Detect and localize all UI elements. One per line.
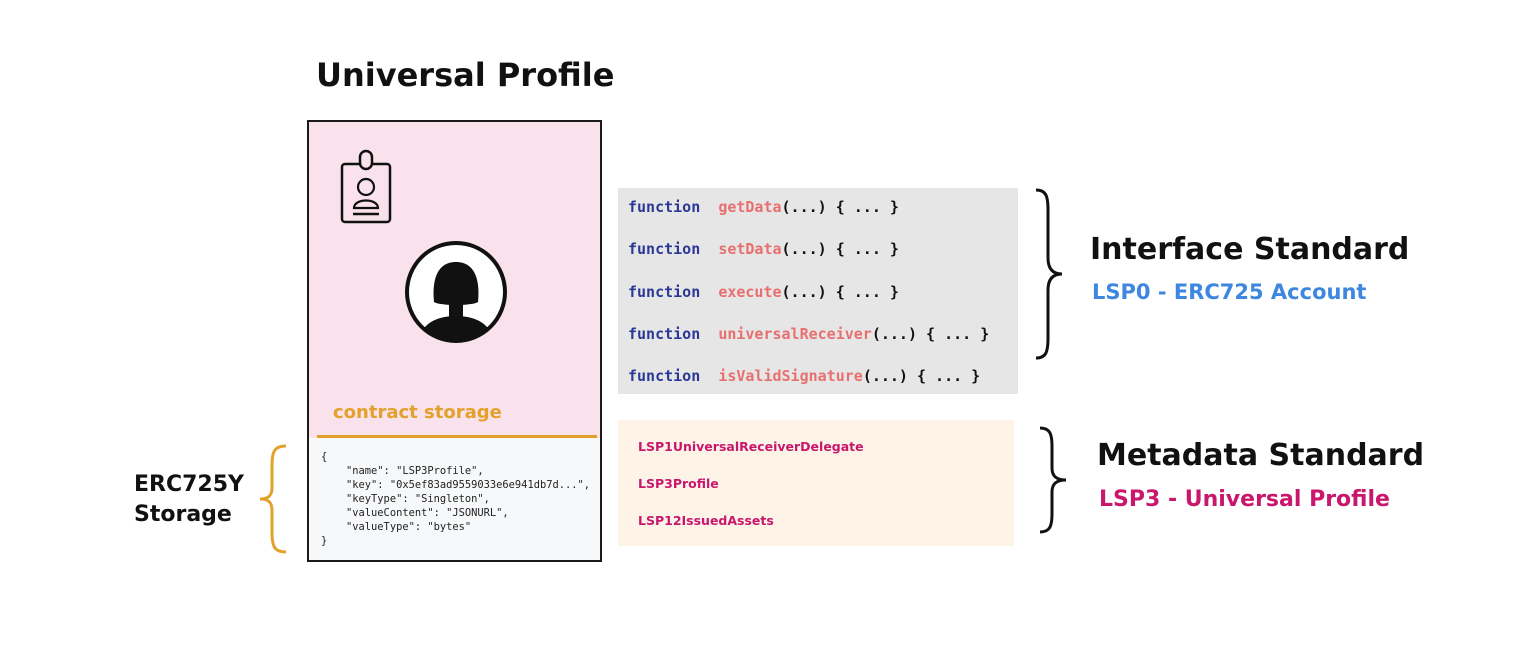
- function-name: execute: [718, 282, 782, 301]
- erc725y-storage-label: ERC725Y Storage: [134, 470, 244, 530]
- function-keyword: function: [628, 367, 710, 386]
- function-line: function isValidSignature(...) { ... }: [628, 367, 980, 385]
- erc725y-storage-line-2: Storage: [134, 502, 232, 527]
- storage-json: { "name": "LSP3Profile", "key": "0x5ef83…: [321, 450, 590, 548]
- json-line: "valueContent": "JSONURL",: [321, 507, 509, 519]
- metadata-standard-subtitle: LSP3 - Universal Profile: [1099, 487, 1390, 512]
- interface-standard-title: Interface Standard: [1090, 232, 1410, 267]
- function-line: function getData(...) { ... }: [628, 198, 899, 216]
- storage-brace: [259, 444, 287, 554]
- function-keyword: function: [628, 198, 710, 216]
- json-line: "key": "0x5ef83ad9559033e6e941db7d...",: [321, 479, 590, 491]
- storage-divider: [317, 435, 597, 438]
- json-line: "name": "LSP3Profile",: [321, 465, 484, 477]
- metadata-key: LSP1UniversalReceiverDelegate: [638, 439, 864, 454]
- interface-code-box: function getData(...) { ... }function se…: [618, 188, 1018, 394]
- function-signature: (...) { ... }: [781, 198, 899, 216]
- contract-storage-label: contract storage: [333, 402, 502, 423]
- interface-standard-subtitle: LSP0 - ERC725 Account: [1092, 280, 1367, 304]
- function-name: getData: [718, 198, 782, 216]
- metadata-key: LSP3Profile: [638, 476, 719, 491]
- erc725y-storage-line-1: ERC725Y: [134, 472, 244, 497]
- function-name: isValidSignature: [718, 367, 863, 386]
- metadata-brace: [1039, 426, 1067, 534]
- json-line: {: [321, 451, 328, 463]
- user-avatar-icon: [405, 241, 507, 343]
- metadata-key: LSP12IssuedAssets: [638, 513, 774, 528]
- interface-brace: [1035, 188, 1063, 360]
- function-signature: (...) { ... }: [781, 240, 899, 259]
- function-keyword: function: [628, 282, 710, 301]
- function-line: function universalReceiver(...) { ... }: [628, 325, 989, 343]
- function-line: function execute(...) { ... }: [628, 283, 899, 301]
- json-line: "valueType": "bytes": [321, 521, 472, 533]
- function-name: setData: [718, 240, 782, 259]
- metadata-standard-title: Metadata Standard: [1097, 438, 1425, 473]
- profile-area: contract storage: [309, 122, 600, 438]
- function-signature: (...) { ... }: [871, 324, 990, 343]
- universal-profile-card: contract storage { "name": "LSP3Profile"…: [307, 120, 602, 562]
- function-name: universalReceiver: [718, 324, 872, 343]
- function-line: function setData(...) { ... }: [628, 240, 899, 258]
- json-line: }: [321, 535, 328, 547]
- json-line: "keyType": "Singleton",: [321, 493, 490, 505]
- id-badge-icon: [340, 149, 392, 224]
- function-signature: (...) { ... }: [781, 282, 899, 301]
- function-signature: (...) { ... }: [862, 367, 981, 386]
- function-keyword: function: [628, 324, 710, 343]
- diagram-title: Universal Profile: [316, 56, 615, 94]
- function-keyword: function: [628, 240, 710, 259]
